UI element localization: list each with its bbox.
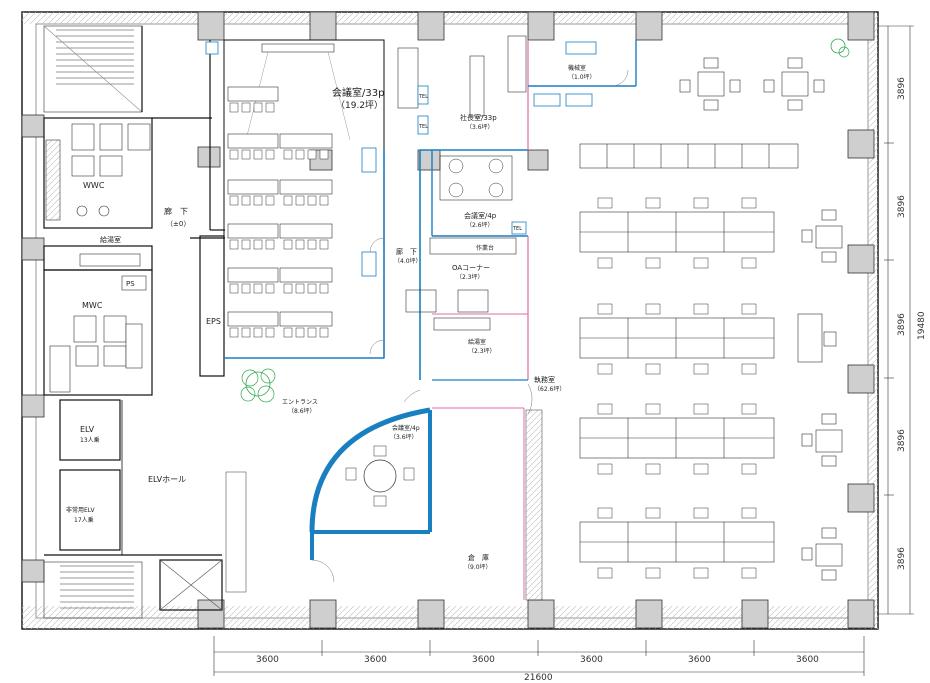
plant-icon-corner — [830, 38, 850, 58]
meeting-room-large — [205, 39, 385, 359]
meeting-chairs — [229, 102, 329, 338]
oa-corner-label: OAコーナー — [452, 264, 490, 272]
meeting-4p-a-label: 会議室/4p — [464, 211, 497, 220]
copy-counter-label: 作業台 — [476, 244, 494, 252]
dim-right-3: 3896 — [897, 313, 907, 336]
hallway-center-label: 廊 下 — [396, 247, 417, 256]
dim-right-5: 3896 — [897, 547, 907, 570]
server-room-area: （1.0坪） — [568, 73, 596, 81]
eps-label: EPS — [206, 317, 221, 326]
office-partitions — [225, 383, 543, 601]
ps-label: PS — [126, 280, 135, 288]
tel-label-1: TEL — [418, 94, 428, 100]
hallway-upper-area: （±0） — [166, 220, 190, 228]
mwc-label: MWC — [82, 301, 103, 310]
dimensions-right: 3896 3896 3896 3896 3896 19480 — [897, 77, 927, 570]
office-label: 執務室 — [534, 375, 555, 384]
hallway-center-area: （4.0坪） — [394, 257, 422, 265]
storage-label: 倉 庫 — [468, 553, 489, 562]
plant-icon — [240, 368, 276, 403]
tel-markers — [417, 85, 527, 235]
dim-right-1: 3896 — [897, 77, 907, 100]
hallway-upper-label: 廊 下 — [164, 206, 188, 216]
entrance-area: （8.6坪） — [288, 407, 316, 415]
tel-label-3: TEL — [512, 226, 522, 232]
entrance-label: エントランス — [282, 399, 318, 406]
elv-label: ELV — [80, 425, 95, 434]
meeting-4p-b-area: （3.6坪） — [390, 433, 418, 441]
oa-corner-area: （2.3坪） — [456, 273, 484, 281]
elv-hall-label: ELVホール — [148, 475, 186, 484]
freight-elv-capacity: 17人乗 — [74, 517, 94, 524]
kitchenette-label: 給湯室 — [100, 235, 121, 244]
core-walls — [43, 26, 225, 611]
dim-bottom-total: 21600 — [524, 673, 553, 683]
columns — [21, 11, 875, 629]
exterior-walls — [21, 11, 879, 630]
dim-bottom-3: 3600 — [472, 655, 495, 665]
kitchen-small-label: 給湯室 — [468, 338, 486, 346]
dim-bottom-5: 3600 — [688, 655, 711, 665]
meeting-tables — [227, 86, 333, 327]
dimensions-bottom: 3600 3600 3600 3600 3600 3600 21600 — [256, 655, 819, 683]
meeting-4p-b-label: 会議室/4p — [392, 424, 420, 432]
dim-right-2: 3896 — [897, 195, 907, 218]
meeting-room-large-area: （19.2坪） — [336, 100, 383, 111]
elv-capacity: 13人乗 — [80, 437, 100, 444]
dim-bottom-4: 3600 — [580, 655, 603, 665]
office-shelving — [579, 143, 799, 169]
dim-right-4: 3896 — [897, 429, 907, 452]
kitchen-small-area: （2.3坪） — [468, 347, 496, 355]
meeting-4p-a-area: （2.6坪） — [466, 221, 494, 229]
stairs-top — [43, 25, 143, 113]
tel-label-2: TEL — [418, 124, 428, 130]
dimension-lines — [213, 25, 914, 676]
dim-bottom-2: 3600 — [364, 655, 387, 665]
server-room-label: 機械室 — [568, 64, 586, 72]
restroom-fixtures — [45, 123, 151, 393]
wwc-label: WWC — [83, 181, 105, 190]
desk-islands — [579, 211, 775, 563]
storage-area: （9.0坪） — [464, 563, 492, 571]
meeting-room-curved — [309, 407, 432, 583]
meeting-room-large-label: 会議室/33p — [332, 86, 384, 99]
manager-desks — [679, 57, 843, 581]
stairs-bottom — [43, 561, 143, 619]
freight-elv-label: 非常用ELV — [66, 506, 95, 514]
server-room — [528, 40, 637, 107]
president-room-label: 社長室/33p — [460, 113, 497, 122]
president-room-area: （3.6坪） — [466, 123, 494, 131]
office-chairs — [597, 197, 757, 579]
office-area: （62.6坪） — [534, 385, 565, 393]
dim-bottom-6: 3600 — [796, 655, 819, 665]
center-rooms — [397, 35, 529, 403]
dim-right-total: 19480 — [917, 311, 927, 340]
dim-bottom-1: 3600 — [256, 655, 279, 665]
